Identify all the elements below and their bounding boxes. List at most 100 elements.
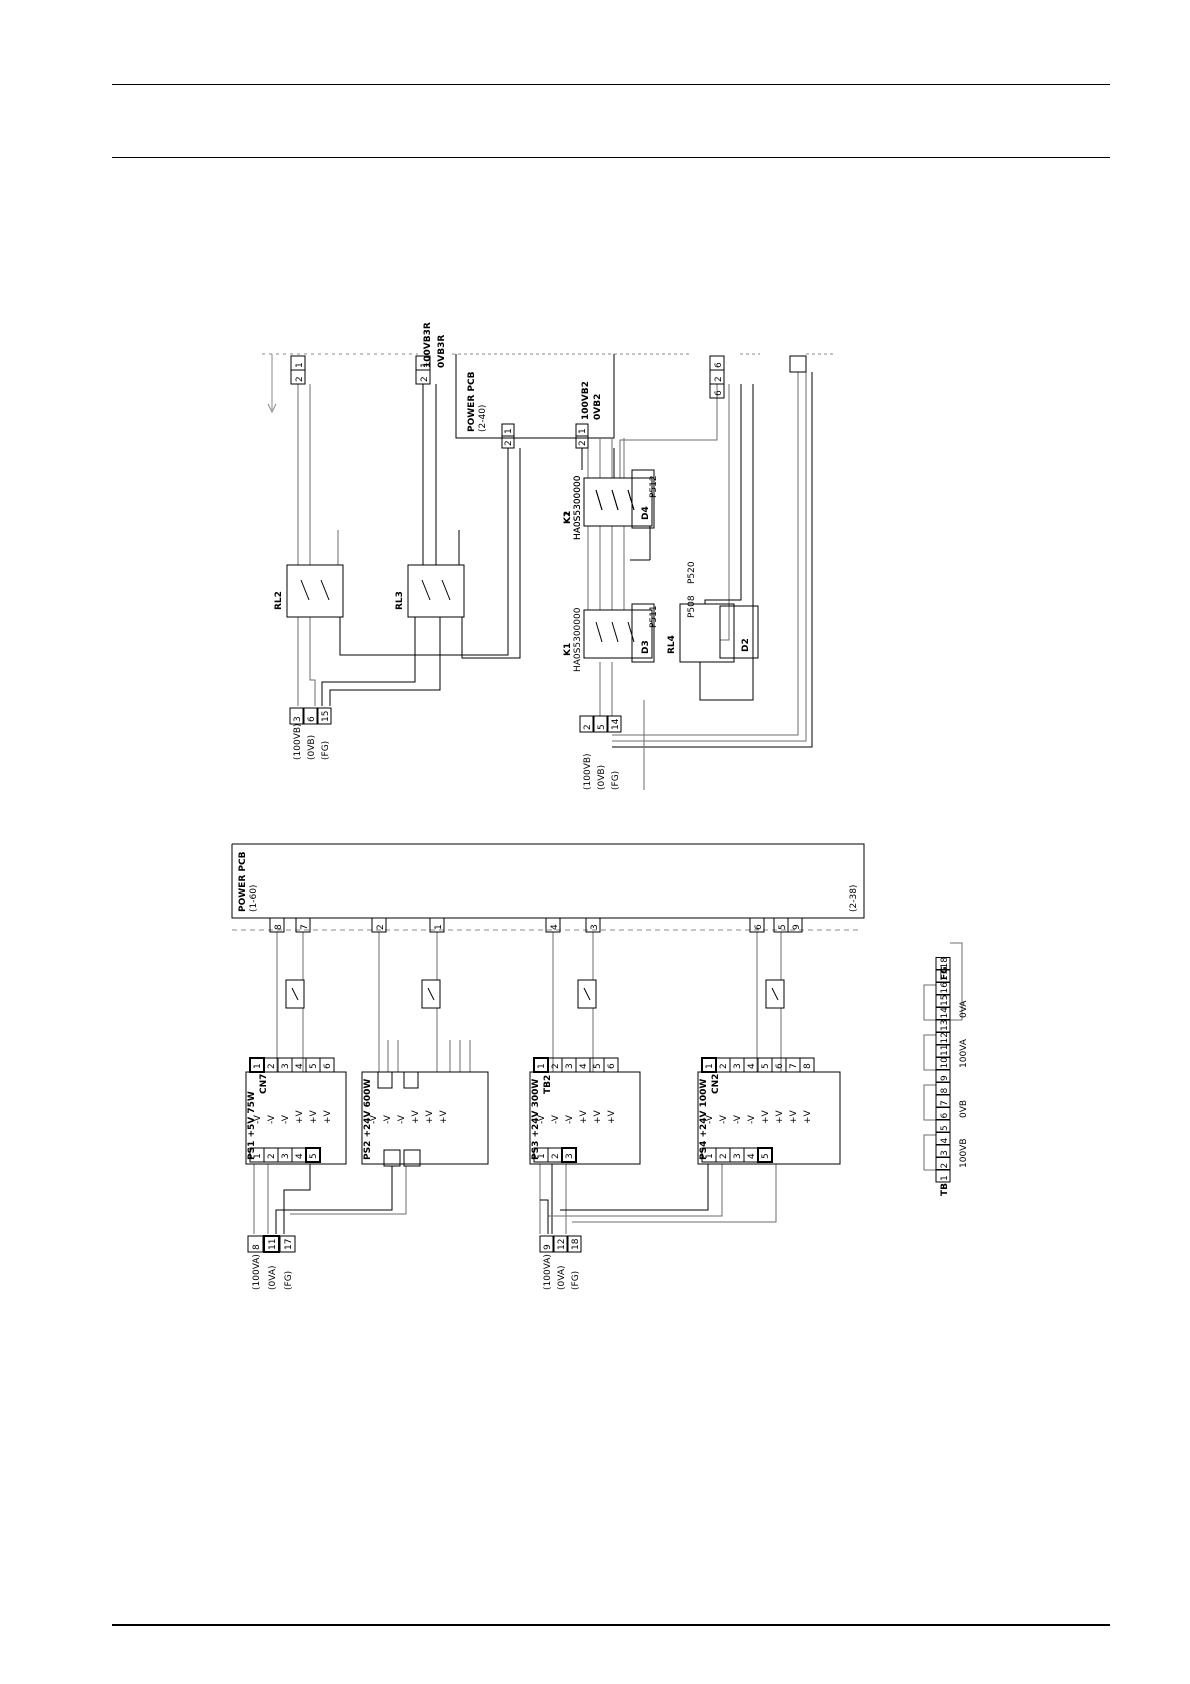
lower-pcb-ref2: (2-38) (849, 885, 859, 912)
terminal-block-pin: 3 (940, 1150, 950, 1156)
mid-terminal-signal: (FG) (571, 1271, 581, 1290)
left-terminal-box (289, 707, 304, 725)
terminal-block-pin: 6 (940, 1113, 950, 1119)
contactor-k1-contact (595, 621, 603, 643)
power-supply-out-box (603, 1057, 619, 1073)
power-supply-output: -V (397, 1114, 407, 1124)
terminal-group-bracket (923, 1034, 936, 1071)
right-terminal-pin: 14 (611, 718, 621, 730)
power-supply-box (361, 1071, 489, 1165)
left-terminal-pin: 6 (307, 716, 317, 722)
relay-rl4-label: RL4 (667, 635, 677, 654)
power-supply-out-pin: 4 (295, 1063, 305, 1069)
mid-terminal-box (553, 1235, 568, 1253)
footer-rule (112, 1624, 1110, 1626)
relay-rl3-label: RL3 (395, 591, 405, 610)
power-supply-output: +V (323, 1109, 333, 1124)
right-terminal-box (593, 715, 608, 733)
right-terminal-pin: 5 (597, 724, 607, 730)
relay-rl2-label: RL2 (274, 591, 284, 610)
mid-terminal-signal: (100VA) (543, 1254, 553, 1290)
diode-d3-label: D3 (641, 640, 651, 654)
power-supply-in-pin: 1 (705, 1153, 715, 1159)
relay-rl2-contact (300, 579, 310, 601)
wire (612, 372, 807, 742)
contactor-k1-contact (611, 621, 619, 643)
fuse-symbol (421, 979, 441, 1009)
terminal-group-bracket (923, 984, 936, 1021)
left-terminal-signal: (FG) (321, 741, 331, 760)
wires (231, 353, 963, 1234)
wire (540, 1199, 549, 1234)
diode-d4-label: D4 (641, 506, 651, 520)
wire (560, 1164, 709, 1211)
diode-d2-label: D2 (741, 638, 751, 652)
fuse-element (427, 987, 435, 1001)
power-supply-connector: CN2 (711, 1074, 721, 1094)
power-supply-out-pin: 2 (719, 1063, 729, 1069)
power-supply-output: -V (565, 1114, 575, 1124)
power-supply-in-pin: 3 (733, 1153, 743, 1159)
wire (619, 384, 718, 478)
signal-100vb2: 100VB2 (581, 381, 591, 420)
contactor-k1-contact (595, 489, 603, 511)
power-supply-in-pin: 5 (309, 1153, 319, 1159)
terminal-block-pin: 18 (940, 957, 950, 969)
fuse-symbol (285, 979, 305, 1009)
terminal-block-pin: 17 (940, 970, 950, 981)
arrow-head (267, 403, 277, 414)
power-supply-out-pin: 5 (761, 1063, 771, 1069)
power-supply-name: PS4 +24V 100W (699, 1079, 709, 1160)
lower-pcb-pin-box (371, 917, 387, 933)
power-supply-in-pin: 3 (565, 1153, 575, 1159)
wire (309, 617, 316, 706)
top-connector-c-pin: 6 (714, 362, 724, 368)
lower-pcb-title: POWER PCB (238, 851, 248, 912)
diode-d4-box (631, 469, 655, 529)
mid-terminal-box (567, 1235, 582, 1253)
lower-pcb-pin-box (749, 917, 765, 933)
lower-pcb-pin: 7 (300, 924, 310, 930)
pcb-pins-b-pin: 1 (578, 428, 588, 434)
right-terminal-signal: (FG) (611, 771, 621, 790)
top-connector-c-pin: 6 (714, 390, 724, 396)
fuse-element (771, 987, 779, 1001)
contactor-k1-contact (627, 489, 635, 511)
power-supply-out-pin: 4 (579, 1063, 589, 1069)
top-connector-a-pin: 1 (295, 362, 305, 368)
terminal-group-label: 0VA (959, 1000, 969, 1018)
right-terminal-pin: 2 (583, 724, 593, 730)
terminal-group-bracket (923, 1084, 936, 1121)
contactor-k1-contact (627, 621, 635, 643)
fuse-element (583, 987, 591, 1001)
power-pcb-title: POWER PCB (467, 371, 477, 432)
terminal-group-label: 100VB (959, 1138, 969, 1168)
relay-rl3-contact (441, 579, 451, 601)
ps2-pin-box (377, 1071, 393, 1089)
terminal-block-box (935, 957, 951, 970)
power-supply-in-pin: 2 (551, 1153, 561, 1159)
power-supply-connector: CN7 (259, 1074, 269, 1094)
relay-rl4-ref: P508 (687, 595, 697, 618)
top-connector-a-box (290, 369, 306, 385)
diode-d4-ref: P512 (649, 475, 659, 498)
lower-left-terminal-box (263, 1235, 280, 1253)
power-supply-output: +V (803, 1109, 813, 1124)
lower-pcb-pin-box (295, 917, 311, 933)
power-supply-out-pin: 4 (747, 1063, 757, 1069)
lower-pcb-pin: 2 (376, 924, 386, 930)
power-supply-out-pin: 5 (309, 1063, 319, 1069)
fuse-symbol (765, 979, 785, 1009)
top-connector-b-box (415, 369, 431, 385)
left-terminal-signal: (0VB) (307, 735, 317, 760)
pcb-pins-b-box (575, 435, 589, 449)
power-supply-name: PS1 +5V 75W (247, 1091, 257, 1160)
power-supply-output: +V (295, 1109, 305, 1124)
power-supply-in-pin: 1 (537, 1153, 547, 1159)
power-supply-in-box (757, 1147, 773, 1163)
power-supply-output: +V (593, 1109, 603, 1124)
left-terminal-box (317, 707, 332, 725)
power-supply-out-pin: 6 (607, 1063, 617, 1069)
wire (612, 372, 813, 748)
contactor-k1-part: HA0S5300000 (573, 475, 583, 540)
